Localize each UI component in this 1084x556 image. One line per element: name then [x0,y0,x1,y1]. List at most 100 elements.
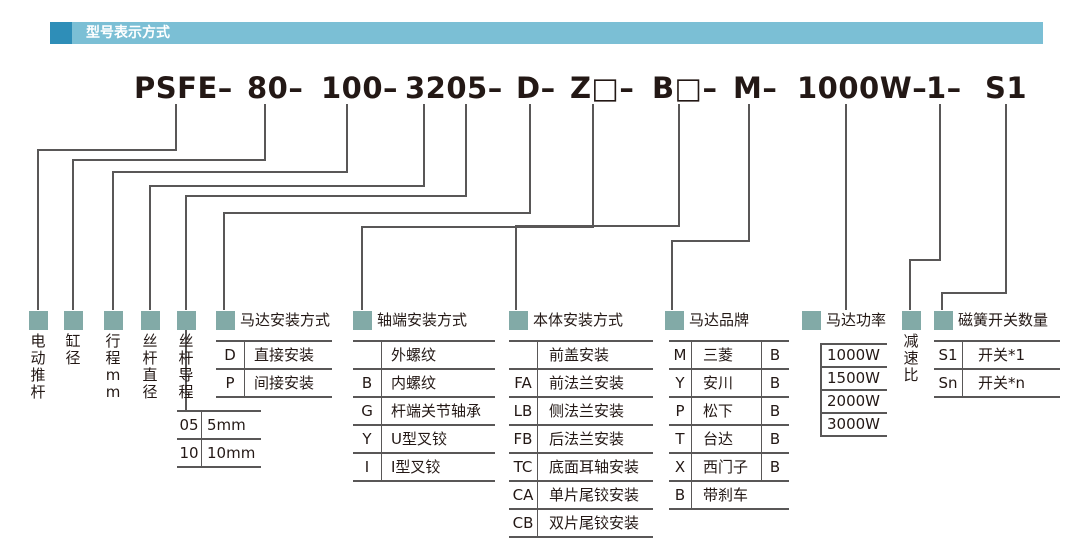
table-cell-extra: B [769,430,781,448]
table-row: B 带刹车 [669,482,789,510]
marker-bore [64,311,83,330]
table-cell-desc: 3000W [827,415,881,433]
table-row: D 直接安装 [216,340,332,370]
table-divider [537,454,538,480]
header-bar [50,22,1043,44]
connector-screw-lead [185,104,467,310]
model-part-motor-brand: M– [733,71,778,105]
table-cell-extra: B [769,402,781,420]
label-shaft-end: 轴端安装方式 [377,311,468,329]
table-cell-desc: 侧法兰安装 [549,402,625,420]
connector-stroke [112,104,348,310]
table-row: P 松下 B [669,398,789,426]
table-cell-desc: 间接安装 [254,374,315,392]
table-cell-desc: 松下 [703,402,734,420]
table-row: P 间接安装 [216,370,332,398]
table-cell-code: 10 [179,444,199,462]
table-cell-desc: 前法兰安装 [549,374,625,392]
table-cell-extra: B [769,458,781,476]
table-cell-code: B [361,374,373,392]
table-row: 2000W [822,391,887,414]
table-cell-code: Y [675,374,685,392]
table-shaft-end: 外螺纹 B 内螺纹 G 杆端关节轴承 Y U型叉铰 I I型叉铰 [353,340,495,482]
table-row: B 内螺纹 [353,370,495,398]
connector-motor-mount [223,104,531,310]
table-row: 05 5mm [177,410,261,440]
table-divider [691,342,692,368]
label-motor-power: 马达功率 [826,311,887,329]
marker-stroke [104,311,123,330]
marker-motor-power [802,311,821,330]
model-part-series: PSFE– [134,71,233,105]
table-divider [691,482,692,508]
table-cell-desc: I型叉铰 [391,458,441,476]
table-divider [244,342,245,368]
table-cell-desc: 安川 [703,374,734,392]
label-body-mount: 本体安装方式 [533,311,624,329]
table-row: I I型叉铰 [353,454,495,482]
table-row: 外螺纹 [353,340,495,370]
connector-bore [72,104,266,310]
table-cell-code [353,342,381,368]
table-row: TC 底面耳轴安装 [509,454,653,482]
table-divider [691,454,692,480]
table-divider [244,370,245,396]
table-cell-code: D [224,346,236,364]
table-cell-code: Y [362,430,372,448]
table-cell-desc: 5mm [207,416,246,434]
table-cell-desc: 底面耳轴安装 [549,458,640,476]
table-motor-mount: D 直接安装 P 间接安装 [216,340,332,398]
table-row: CA 单片尾铰安装 [509,482,653,510]
table-cell-code: Sn [938,374,958,392]
table-divider [962,370,963,396]
connector-body-mount [515,104,680,310]
label-bore: 缸径 [65,332,81,367]
table-divider [761,342,762,368]
model-part-shaft-end: Z□– [570,71,635,105]
table-cell-code: CA [512,486,534,504]
table-cell-code: S1 [938,346,958,364]
table-row: M 三菱 B [669,340,789,370]
table-cell-desc: 外螺纹 [391,346,437,364]
table-row: S1 开关*1 [934,340,1060,370]
table-divider [537,398,538,424]
table-row: 前盖安装 [509,340,653,370]
connector-switch [941,104,1007,310]
label-stroke: 行程mm [105,332,121,401]
label-motor-brand: 马达品牌 [689,311,750,329]
table-cell-code: X [674,458,686,476]
table-cell-code: T [675,430,685,448]
table-cell-code: FB [513,430,533,448]
table-switch: S1 开关*1 Sn 开关*n [934,340,1060,398]
table-cell-desc: 杆端关节轴承 [391,402,482,420]
table-motor-brand: M 三菱 B Y 安川 B P 松下 B T 台达 B X 西门子 B B 带刹… [669,340,789,510]
table-row: X 西门子 B [669,454,789,482]
connector-series [37,104,177,310]
table-divider [201,412,202,438]
table-cell-desc: 单片尾铰安装 [549,486,640,504]
table-divider [962,342,963,368]
table-divider [761,370,762,396]
marker-motor-cylinder [29,311,48,330]
table-divider [691,398,692,424]
marker-switch [934,311,953,330]
marker-screw-diameter [141,311,160,330]
table-divider [761,398,762,424]
model-part-bore: 80– [247,71,304,105]
table-divider [381,342,382,368]
table-divider [537,426,538,452]
table-cell-desc: 前盖安装 [549,346,610,364]
table-divider [201,440,202,466]
table-row: Sn 开关*n [934,370,1060,398]
table-cell-desc: 带刹车 [703,486,749,504]
marker-motor-brand [665,311,684,330]
table-row: Y 安川 B [669,370,789,398]
model-part-body-mount: B□– [652,71,718,105]
model-part-screw: 3205– [405,71,503,105]
label-motor-mount: 马达安装方式 [240,311,331,329]
connector-shaft-end [361,104,594,310]
model-part-motor-mount: D– [516,71,556,105]
model-part-stroke: 100– [321,71,399,105]
table-cell-desc: 开关*1 [978,346,1026,364]
marker-body-mount [509,311,528,330]
